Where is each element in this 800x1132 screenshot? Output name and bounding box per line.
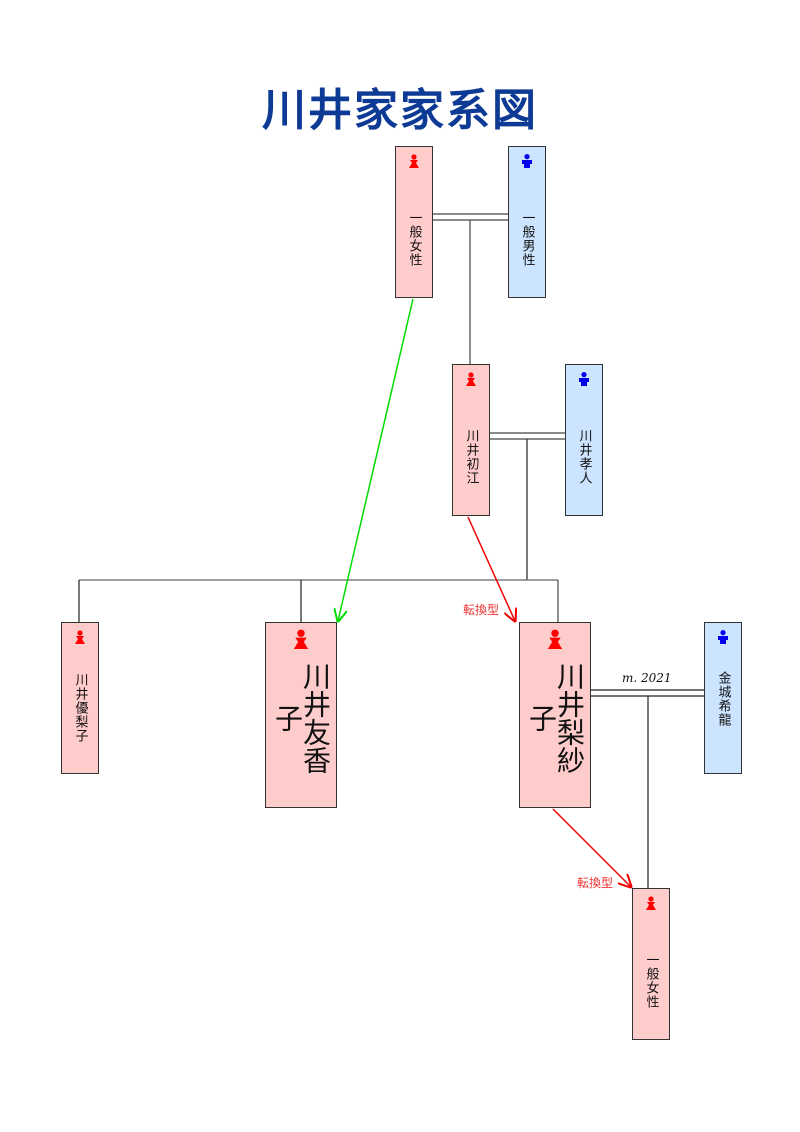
marriage-year-label: m. 2021 [622, 671, 672, 685]
female-person-icon [75, 630, 85, 644]
person-name: 一般女性 [643, 953, 659, 1009]
transition-label-2: 転換型 [577, 876, 614, 890]
person-name: 一般男性 [519, 211, 535, 267]
female-person-icon [547, 629, 563, 649]
person-card-hatsue[interactable]: 川井初江 [452, 364, 490, 516]
person-name: 川井孝人 [576, 429, 592, 485]
transition-label-1: 転換型 [463, 603, 500, 617]
transition-arrow-1 [467, 516, 515, 621]
marriage-line-gen2 [490, 432, 565, 440]
male-person-icon [579, 372, 589, 386]
female-person-icon [293, 629, 309, 649]
person-card-gen1-male[interactable]: 一般男性 [508, 146, 546, 298]
person-name: 川井友香子 [271, 662, 332, 774]
person-card-gen4-female[interactable]: 一般女性 [632, 888, 670, 1040]
female-person-icon [466, 372, 476, 386]
person-card-takahito[interactable]: 川井孝人 [565, 364, 603, 516]
male-person-icon [522, 154, 532, 168]
female-person-icon [409, 154, 419, 168]
person-card-yuriko[interactable]: 川井優梨子 [61, 622, 99, 774]
adoption-arrow [338, 298, 414, 621]
male-person-icon [718, 630, 728, 644]
person-name: 川井優梨子 [72, 673, 88, 743]
person-name: 川井梨紗子 [525, 662, 586, 774]
person-name: 金城希龍 [715, 671, 731, 727]
female-person-icon [646, 896, 656, 910]
marriage-line-gen3 [591, 689, 704, 697]
person-card-kiryu[interactable]: 金城希龍 [704, 622, 742, 774]
person-name: 一般女性 [406, 211, 422, 267]
person-card-yukako[interactable]: 川井友香子 [265, 622, 337, 808]
marriage-line-gen1 [433, 213, 508, 221]
page-title: 川井家家系図 [262, 85, 538, 136]
person-name: 川井初江 [463, 429, 479, 485]
person-card-risako[interactable]: 川井梨紗子 [519, 622, 591, 808]
person-card-gen1-female[interactable]: 一般女性 [395, 146, 433, 298]
transition-arrow-2 [552, 808, 631, 887]
